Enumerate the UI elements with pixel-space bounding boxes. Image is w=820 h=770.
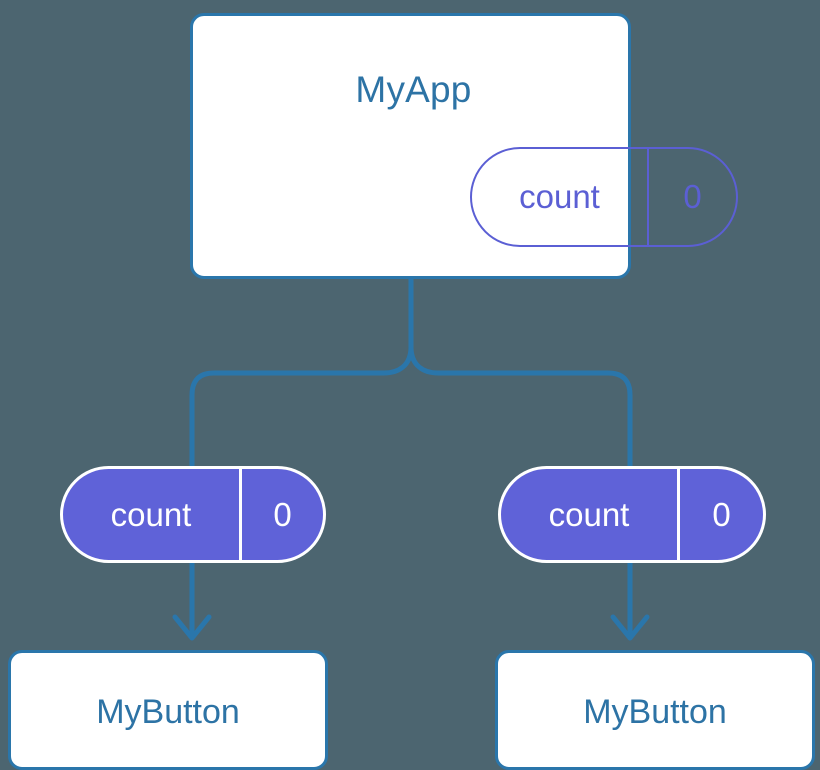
prop-value-label-left: 0: [239, 469, 323, 560]
prop-pill-left[interactable]: count 0: [60, 466, 326, 563]
component-card-mybutton-right[interactable]: MyButton: [495, 650, 815, 770]
component-title-myapp: MyApp: [355, 69, 472, 110]
component-card-myapp[interactable]: MyApp count 0: [190, 13, 738, 279]
component-title-mybutton-left: MyButton: [96, 693, 240, 731]
prop-value-label-right: 0: [677, 469, 763, 560]
component-title-mybutton-right: MyButton: [583, 693, 727, 731]
component-card-mybutton-left[interactable]: MyButton: [8, 650, 328, 770]
prop-key-label-left: count: [110, 495, 192, 533]
arrow-head-right: [610, 614, 650, 641]
state-key-label: count: [519, 178, 600, 215]
prop-pill-right[interactable]: count 0: [498, 466, 766, 563]
prop-key-label-right: count: [548, 495, 630, 533]
arrow-head-left: [172, 614, 212, 641]
state-value-label: 0: [647, 149, 736, 245]
branch-wire-left: [189, 346, 414, 466]
branch-wire-right: [408, 346, 633, 466]
state-pill-myapp[interactable]: count 0: [470, 147, 738, 247]
